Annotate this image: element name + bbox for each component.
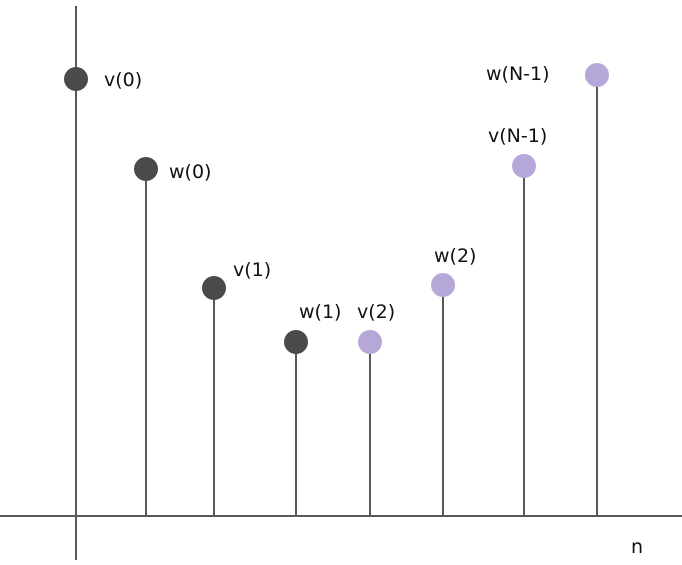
stem-label: w(2) (434, 245, 476, 267)
stem-marker (64, 67, 88, 91)
stem-label: w(N-1) (486, 63, 550, 85)
stem-marker (512, 154, 536, 178)
stem-label: v(N-1) (488, 125, 547, 147)
stem-label: v(2) (357, 301, 395, 323)
stem-marker (585, 63, 609, 87)
stem-label: v(1) (233, 259, 271, 281)
stem-label: w(0) (169, 161, 211, 183)
stem-marker (134, 157, 158, 181)
horizontal-axis-label: n (631, 536, 643, 558)
stem-label: w(1) (299, 301, 341, 323)
stem-marker (284, 330, 308, 354)
stem-marker (358, 330, 382, 354)
stem-marker (431, 273, 455, 297)
stem-marker (202, 276, 226, 300)
axes: n (0, 6, 682, 560)
stem-label: v(0) (104, 69, 142, 91)
stems: v(0) w(0) v(1) w(1) v(2) w(2) v(N-1) w(N-1) (64, 63, 609, 516)
